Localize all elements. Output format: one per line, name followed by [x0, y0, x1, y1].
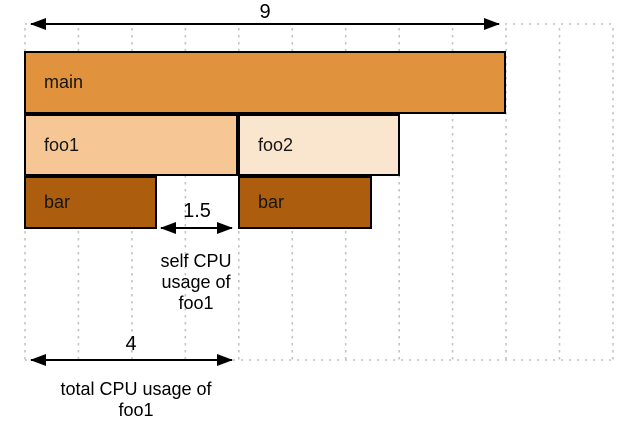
frame-foo1: foo1	[24, 114, 238, 176]
total-width-value: 9	[259, 1, 271, 23]
self-usage-caption: self CPU usage of foo1	[160, 251, 232, 313]
total-usage-value: 4	[125, 333, 137, 355]
self-usage-value: 1.5	[183, 200, 211, 222]
frame-main-label: main	[44, 72, 84, 92]
frame-foo2-label: foo2	[258, 134, 294, 155]
frame-foo1-label: foo1	[44, 134, 80, 155]
frame-main: main	[24, 51, 506, 114]
frame-bar-right: bar	[238, 176, 372, 229]
frame-foo2: foo2	[238, 114, 400, 176]
frame-bar-left-label: bar	[44, 192, 71, 212]
frame-bar-left: bar	[24, 176, 157, 229]
frame-bar-right-label: bar	[258, 192, 285, 212]
total-usage-caption: total CPU usage of foo1	[60, 379, 212, 420]
